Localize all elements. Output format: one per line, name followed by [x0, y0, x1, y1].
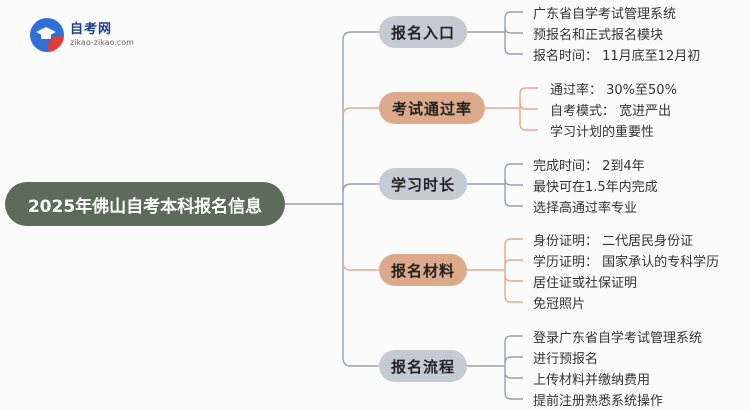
leaf-item: 登录广东省自学考试管理系统: [533, 331, 703, 346]
branch-connector: [342, 357, 379, 367]
leaf-item: 自考模式： 宽进严出: [550, 104, 672, 119]
leaf-tick: [504, 371, 523, 379]
branch-registration-process: 报名流程: [379, 350, 467, 382]
leaf-tick: [504, 295, 523, 303]
leaf-tick: [504, 11, 523, 19]
leaf-tick: [504, 26, 523, 34]
leaf-tick: [504, 259, 523, 267]
site-logo[interactable]: 自考网 zikao-zikao.com: [30, 18, 134, 52]
leaf-item: 学习计划的重要性: [550, 125, 655, 140]
leaf-item: 上传材料并缴纳费用: [533, 373, 651, 388]
branch-study-duration: 学习时长: [379, 168, 467, 200]
root-node: 2025年佛山自考本科报名信息: [5, 182, 285, 226]
leaf-item: 学历证明： 国家承认的专科学历: [533, 255, 720, 270]
leaf-tick: [504, 392, 523, 400]
leaf-item: 居住证或社保证明: [533, 276, 638, 291]
branch-connector: [342, 261, 379, 271]
branch-registration-entry: 报名入口: [379, 16, 467, 48]
leaf-tick: [504, 274, 523, 282]
leaf-item: 完成时间： 2到4年: [533, 159, 645, 174]
branch-connector: [342, 183, 379, 193]
leaf-item: 通过率： 30%至50%: [550, 83, 677, 98]
leaf-tick: [519, 123, 538, 131]
leaf-item: 最快可在1.5年内完成: [533, 180, 658, 195]
leaf-item: 提前注册熟悉系统操作: [533, 394, 664, 409]
branch-registration-materials: 报名材料: [379, 254, 467, 286]
branch-connector: [342, 107, 379, 117]
leaf-item: 身份证明： 二代居民身份证: [533, 234, 694, 249]
leaf-item: 报名时间： 11月底至12月初: [533, 49, 701, 64]
logo-subtitle: zikao-zikao.com: [70, 38, 134, 47]
graduation-cap-icon: [36, 27, 56, 39]
leaf-item: 选择高通过率专业: [533, 201, 638, 216]
leaf-tick: [504, 199, 523, 207]
leaf-tick: [504, 47, 523, 55]
leaf-tick: [504, 178, 523, 186]
leaf-tick: [504, 335, 523, 343]
leaf-tick: [504, 163, 523, 171]
logo-title: 自考网: [70, 22, 113, 37]
branch-connector: [342, 31, 379, 41]
leaf-tick: [519, 102, 538, 110]
leaf-tick: [519, 87, 538, 95]
leaf-item: 免冠照片: [533, 297, 586, 312]
logo-icon: [30, 18, 64, 52]
leaf-item: 广东省自学考试管理系统: [533, 7, 677, 22]
leaf-item: 预报名和正式报名模块: [533, 28, 664, 43]
branch-pass-rate: 考试通过率: [379, 92, 485, 124]
leaf-tick: [504, 238, 523, 246]
leaf-tick: [504, 356, 523, 364]
leaf-item: 进行预报名: [533, 352, 599, 367]
